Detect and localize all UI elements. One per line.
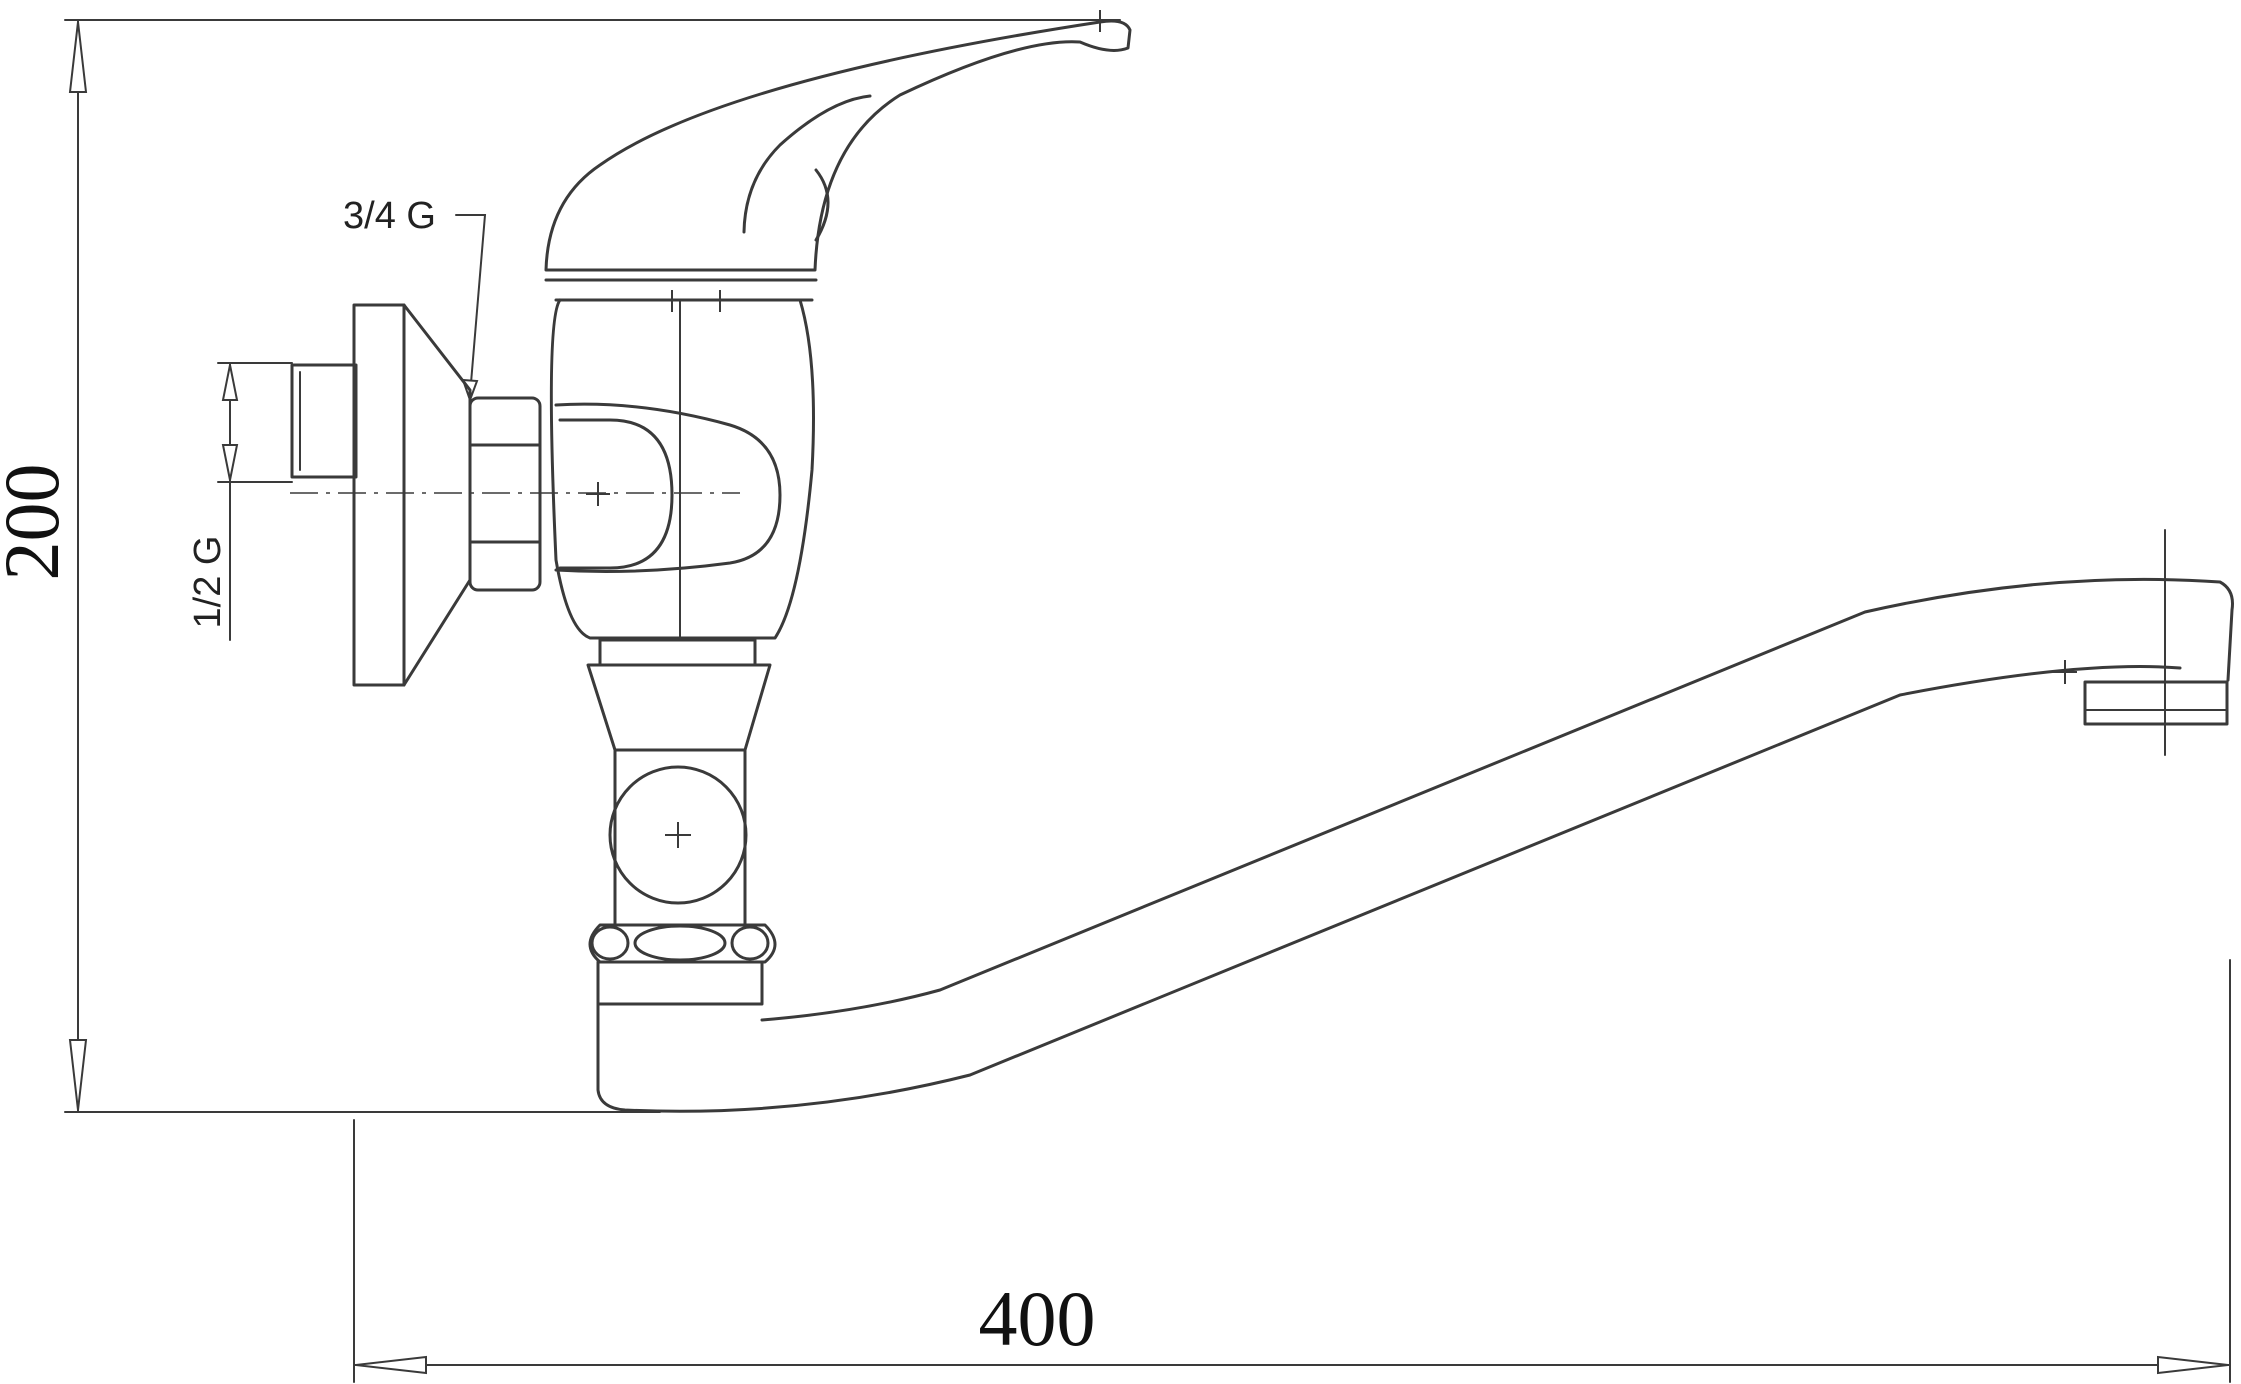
- lever-outline: [544, 19, 1132, 272]
- swivel-ball-left: [590, 925, 630, 961]
- height-arrow-bottom: [68, 1039, 88, 1111]
- height-dimension: 200: [0, 19, 1121, 1113]
- swivel-ball-right: [730, 925, 770, 961]
- nut-leader-line: [455, 214, 487, 396]
- mixer-body: [549, 290, 815, 641]
- diverter-housing: [613, 748, 747, 927]
- width-dimension: 400: [353, 959, 2231, 1383]
- hex-nut: [468, 396, 610, 592]
- aerator: [2083, 680, 2229, 726]
- width-arrow-left: [355, 1355, 427, 1375]
- width-arrow-right: [2157, 1355, 2229, 1375]
- inlet-thread-stub: [290, 363, 358, 479]
- nut-thread-label: 3/4 G: [343, 195, 436, 237]
- inlet-arrow-top: [221, 364, 239, 401]
- spout-lower-edge: [596, 665, 2182, 1113]
- spout-upper-edge: [760, 577, 2234, 1022]
- lever-pivot: [814, 168, 830, 242]
- diverter-knob: [608, 765, 748, 905]
- swivel-center: [633, 924, 727, 962]
- flange-cone: [402, 303, 472, 687]
- lower-neck: [586, 638, 777, 1006]
- inlet-thread-label: 1/2 G: [187, 536, 229, 629]
- lever-inner-curve: [742, 94, 872, 234]
- hex-nut-body: [468, 396, 542, 592]
- inlet-thread-dimension: 1/2 G: [187, 362, 293, 641]
- width-dimension-label: 400: [979, 1275, 1096, 1362]
- nut-thread-annotation: 3/4 G: [343, 195, 487, 403]
- spout: [596, 529, 2234, 1113]
- height-dimension-label: 200: [0, 464, 75, 581]
- mixer-body-outline: [549, 298, 815, 640]
- wall-connector: [290, 303, 740, 687]
- inlet-arrow-bottom: [221, 444, 239, 481]
- lever-handle: [544, 10, 1132, 282]
- neck-collar: [598, 638, 757, 667]
- wall-flange: [352, 303, 406, 687]
- mixer-body-bulge: [554, 402, 782, 573]
- mixer-inner-recess: [558, 418, 674, 570]
- swivel-base: [596, 960, 764, 1006]
- neck-taper: [586, 663, 772, 752]
- swivel-ring: [588, 923, 777, 964]
- height-arrow-top: [68, 21, 88, 93]
